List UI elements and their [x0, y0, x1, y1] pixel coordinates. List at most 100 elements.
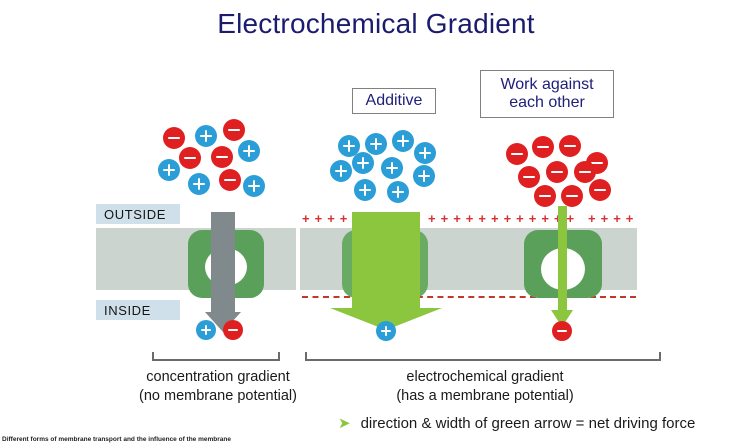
- compartment-label-inside: INSIDE: [96, 300, 180, 320]
- cation-ion: [413, 165, 435, 187]
- anion-ion: [219, 169, 241, 191]
- anion-ion: [574, 161, 596, 183]
- minus-icon: [179, 147, 201, 169]
- plus-charge-symbol: +: [503, 211, 517, 226]
- net-driving-force-arrow-wide-green-shaft: [352, 212, 420, 308]
- plus-charge-symbol: +: [541, 211, 554, 226]
- plus-icon: [381, 157, 403, 179]
- cation-ion: [365, 133, 387, 155]
- cation-ion: [330, 160, 352, 182]
- anion-ion: [223, 320, 243, 340]
- cation-ion: [158, 159, 180, 181]
- cation-ion: [387, 181, 409, 203]
- membrane-positive-charge-row: ++++: [302, 212, 350, 225]
- minus-icon: [518, 166, 540, 188]
- compartment-label-outside: OUTSIDE: [96, 204, 180, 224]
- cation-ion: [354, 179, 376, 201]
- minus-icon: [561, 185, 583, 207]
- minus-icon: [589, 179, 611, 201]
- bracket-right: [305, 352, 661, 361]
- caption-right: electrochemical gradient (has a membrane…: [355, 368, 615, 405]
- plus-icon: [354, 179, 376, 201]
- plus-icon: [352, 152, 374, 174]
- plus-icon: [414, 142, 436, 164]
- anion-ion: [211, 146, 233, 168]
- anion-ion: [223, 119, 245, 141]
- callout-additive: Additive: [352, 88, 436, 114]
- plus-charge-symbol: +: [625, 211, 639, 226]
- membrane-negative-charge-row: [580, 296, 636, 298]
- bullet-line: ➤ direction & width of green arrow = net…: [338, 415, 748, 432]
- cation-ion: [381, 157, 403, 179]
- cation-ion: [376, 321, 396, 341]
- caption-left-line1: concentration gradient: [146, 369, 290, 385]
- anion-ion: [532, 136, 554, 158]
- anion-ion: [559, 135, 581, 157]
- net-driving-force-arrow-wide-green-head: [330, 308, 442, 330]
- cation-ion: [392, 130, 414, 152]
- minus-icon: [223, 119, 245, 141]
- caption-right-line1: electrochemical gradient: [406, 369, 564, 385]
- minus-icon: [586, 152, 608, 174]
- minus-icon: [163, 127, 185, 149]
- cation-ion: [414, 142, 436, 164]
- plus-charge-symbol: +: [588, 211, 601, 226]
- plus-icon: [195, 125, 217, 147]
- callout-work-against: Work against each other: [480, 70, 614, 118]
- plus-charge-symbol: +: [566, 211, 580, 226]
- minus-icon: [546, 161, 568, 183]
- minus-icon: [211, 146, 233, 168]
- anion-ion: [561, 185, 583, 207]
- membrane-negative-charge-row: [302, 296, 350, 298]
- cation-ion: [243, 175, 265, 197]
- anion-ion: [546, 161, 568, 183]
- minus-icon: [506, 143, 528, 165]
- plus-charge-symbol: +: [528, 211, 542, 226]
- plus-charge-symbol: +: [478, 211, 491, 226]
- minus-icon: [552, 321, 572, 341]
- plus-icon: [238, 140, 260, 162]
- minus-icon: [219, 169, 241, 191]
- arrowhead-bullet-icon: ➤: [338, 415, 351, 432]
- plus-icon: [392, 130, 414, 152]
- anion-ion: [552, 321, 572, 341]
- caption-right-line2: (has a membrane potential): [396, 387, 574, 404]
- minus-icon: [532, 136, 554, 158]
- plus-charge-symbol: +: [440, 211, 454, 226]
- anion-ion: [534, 185, 556, 207]
- plus-icon: [338, 135, 360, 157]
- net-driving-force-arrow-narrow-green-shaft: [558, 206, 567, 310]
- page-title: Electrochemical Gradient: [217, 8, 535, 39]
- plus-icon: [158, 159, 180, 181]
- plus-charge-symbol: +: [339, 211, 353, 226]
- cation-ion: [196, 320, 216, 340]
- cation-ion: [195, 125, 217, 147]
- plus-charge-symbol: +: [490, 211, 504, 226]
- plus-charge-symbol: +: [554, 212, 567, 225]
- bracket-left: [152, 352, 280, 361]
- anion-ion: [179, 147, 201, 169]
- net-driving-force-arrow-grey-shaft: [211, 212, 235, 312]
- plus-icon: [243, 175, 265, 197]
- plus-charge-symbol: +: [613, 211, 626, 226]
- caption-left-line2: (no membrane potential): [139, 387, 297, 404]
- plus-charge-symbol: +: [465, 211, 479, 226]
- minus-icon: [534, 185, 556, 207]
- minus-icon: [559, 135, 581, 157]
- plus-charge-symbol: +: [453, 211, 466, 226]
- plus-charge-symbol: +: [327, 211, 340, 226]
- cation-ion: [352, 152, 374, 174]
- plus-icon: [196, 320, 216, 340]
- plus-icon: [413, 165, 435, 187]
- plus-icon: [330, 160, 352, 182]
- caption-left: concentration gradient (no membrane pote…: [130, 368, 306, 405]
- plus-icon: [387, 181, 409, 203]
- cation-ion: [238, 140, 260, 162]
- cation-ion: [188, 173, 210, 195]
- plus-icon: [188, 173, 210, 195]
- anion-ion: [163, 127, 185, 149]
- plus-charge-symbol: +: [314, 211, 328, 226]
